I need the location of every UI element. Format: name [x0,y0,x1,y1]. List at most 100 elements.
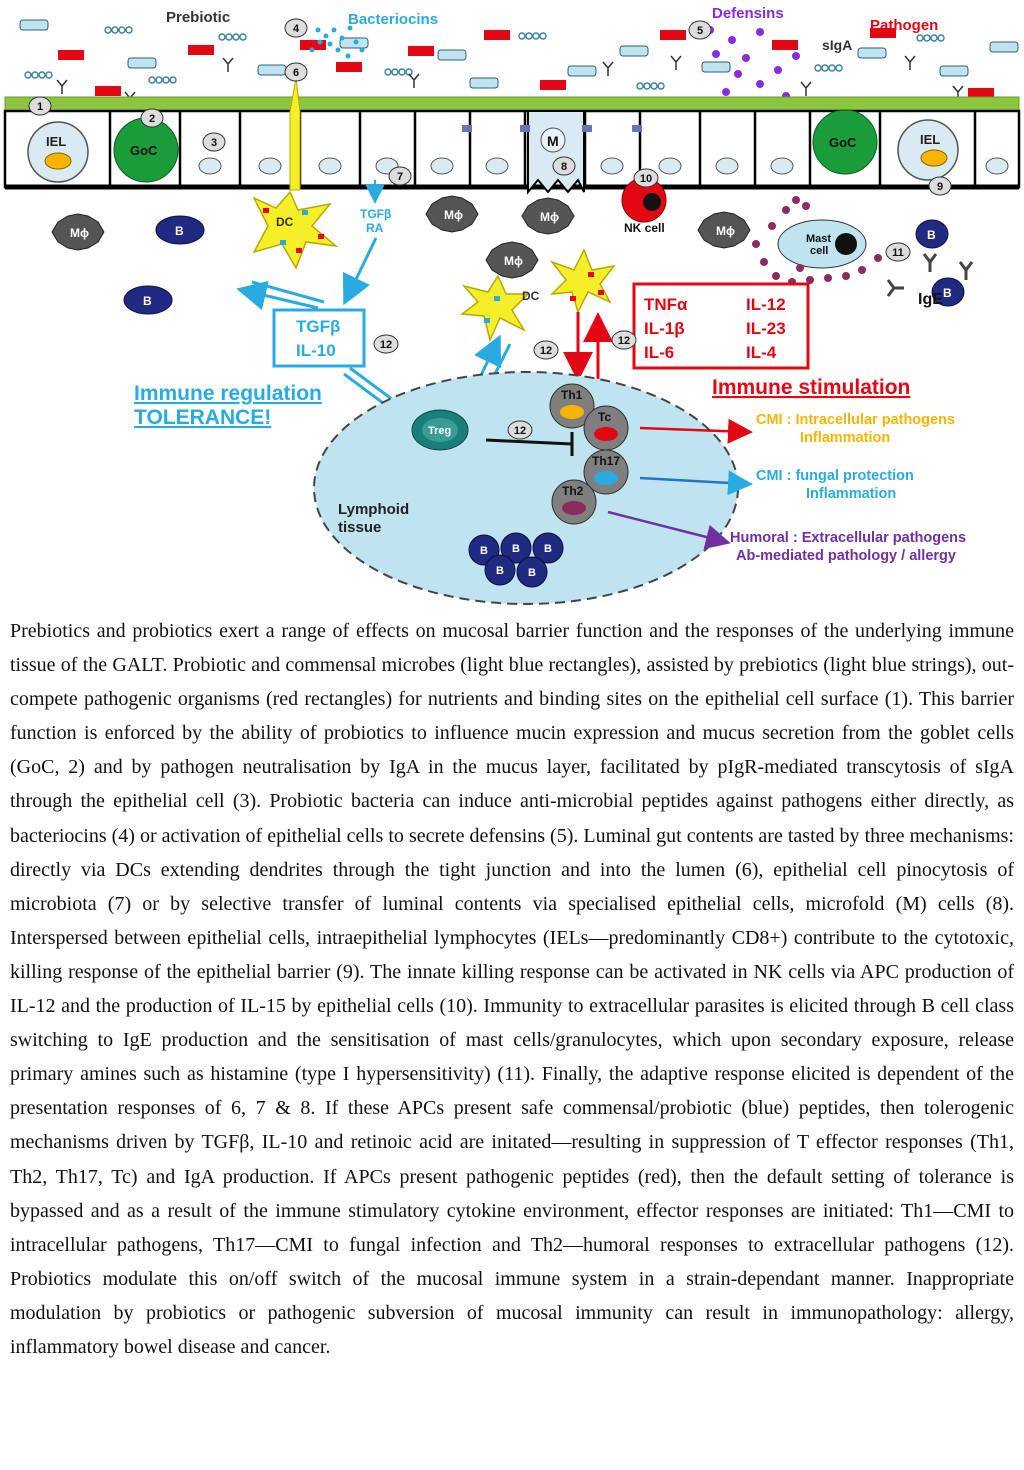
b-cell-label: B [143,294,152,308]
b-cell-label: B [496,565,504,577]
dendritic-cell-lower-right [549,248,616,315]
b-cell-label: B [544,543,552,555]
th1-label: Th1 [561,388,583,402]
badge-9: 9 [928,176,952,196]
cmi-intracellular-arrow [639,418,753,444]
th17-cell: Th17 [583,449,629,495]
b-cell-label: B [528,567,536,579]
badge-1: 1 [28,96,52,116]
macrophage-label: Mϕ [504,254,523,268]
b-cell-label: B [943,286,952,300]
svg-text:1: 1 [37,101,43,113]
prebiotic-strings [24,26,945,90]
svg-text:12: 12 [540,345,552,357]
dc-dendrite [289,77,301,191]
nk-cell-label: NK cell [624,221,665,235]
regulation-cytokine-box: TGFβ IL-10 [272,308,366,368]
goblet-cell-right: GoC [812,109,878,175]
iel-cell-right: IEL [897,119,959,181]
svg-text:3: 3 [211,137,217,149]
humoral-line1: Humoral : Extracellular pathogens [730,530,966,546]
mast-cell-label-2: cell [810,245,828,257]
cytokine-tnfa: TNFα [644,295,688,314]
cytokine-il23: IL-23 [746,319,786,338]
cytokine-il12: IL-12 [746,295,786,314]
mucus-layer [4,96,1020,112]
b-cell-label: B [175,224,184,238]
defensins-label: Defensins [712,5,784,22]
probiotic-bacteria [19,19,1019,89]
th2-cell: Th2 [551,479,597,525]
svg-text:5: 5 [697,25,703,37]
macrophage-label: Mϕ [716,224,735,238]
cmi-fungal-line2: Inflammation [806,486,896,502]
badge-11: 11 [885,242,911,262]
iel-cell-left: IEL [27,121,89,183]
nk-cell: NK cell [621,177,667,235]
cmi-intracellular-line1: CMI : Intracellular pathogens [756,412,955,428]
number-badges: 1 2 3 4 5 6 7 8 9 10 11 12 12 12 12 [28,18,952,440]
badge-12: 12 [533,340,559,360]
badge-7: 7 [388,166,412,186]
mast-cell: Mast cell [752,196,882,286]
svg-text:11: 11 [892,247,904,259]
ige-label: IgE [918,291,943,308]
dendritic-cell-upper: DC [252,190,339,270]
svg-text:6: 6 [293,67,299,79]
tgfb-ra-label-2: RA [366,221,384,235]
dc-lower-label: DC [522,289,540,303]
immune-regulation-title: Immune regulation [134,382,322,405]
goc-right-label: GoC [829,135,857,150]
cytokine-il6: IL-6 [644,343,674,362]
badge-3: 3 [202,132,226,152]
macrophage-label: Mϕ [444,208,463,222]
macrophage-label: Mϕ [540,210,559,224]
immune-stimulation-title: Immune stimulation [712,376,910,399]
svg-text:7: 7 [397,171,403,183]
b-cell-label: B [480,545,488,557]
b-cell-label: B [927,228,936,242]
goblet-cell-left: GoC [113,117,179,183]
macrophages: Mϕ Mϕ Mϕ Mϕ Mϕ [51,195,751,279]
svg-text:8: 8 [561,161,567,173]
badge-4: 4 [284,18,308,38]
badge-5: 5 [688,20,712,40]
tgfb-ra-label-1: TGFβ [360,207,391,221]
dendritic-cell-lower-left: DC [459,274,540,343]
reg-box-il10: IL-10 [296,341,336,360]
ige-antibodies [886,253,974,297]
goc-left-label: GoC [130,143,158,158]
svg-text:12: 12 [618,335,630,347]
b-cells-periphery: B B B B [123,215,965,315]
immune-regulation-subtitle: TOLERANCE! [134,406,271,429]
svg-text:2: 2 [149,113,155,125]
humoral-arrow [607,510,731,550]
bacteriocins-label: Bacteriocins [348,11,438,28]
badge-6: 6 [284,62,308,82]
th2-label: Th2 [562,484,584,498]
humoral-line2: Ab-mediated pathology / allergy [736,548,956,564]
tc-cell: Tc [583,405,629,451]
siga-label: sIgA [822,37,852,53]
prebiotic-label: Prebiotic [166,9,230,26]
treg-label: Treg [428,425,451,437]
badge-8: 8 [552,156,576,176]
treg-cell: Treg [411,409,469,451]
stimulation-arrows [563,312,613,382]
siga-antibodies [56,55,964,106]
svg-text:10: 10 [640,173,652,185]
stimulation-cytokine-box: TNFα IL-1β IL-6 IL-12 IL-23 IL-4 [632,282,810,370]
svg-text:12: 12 [380,339,392,351]
macrophage-label: Mϕ [70,226,89,240]
cmi-fungal-line1: CMI : fungal protection [756,468,914,484]
lymphoid-label-1: Lymphoid [338,501,409,518]
badge-10: 10 [633,168,659,188]
regulation-arrows [236,237,512,428]
svg-text:9: 9 [937,181,943,193]
badge-12: 12 [611,330,637,350]
bacteriocin-dots [309,25,365,59]
th17-label: Th17 [592,454,620,468]
cmi-fungal-arrow [639,470,753,496]
figure-caption: Prebiotics and probiotics exert a range … [10,620,1014,1358]
th1-cell: Th1 [549,383,595,429]
